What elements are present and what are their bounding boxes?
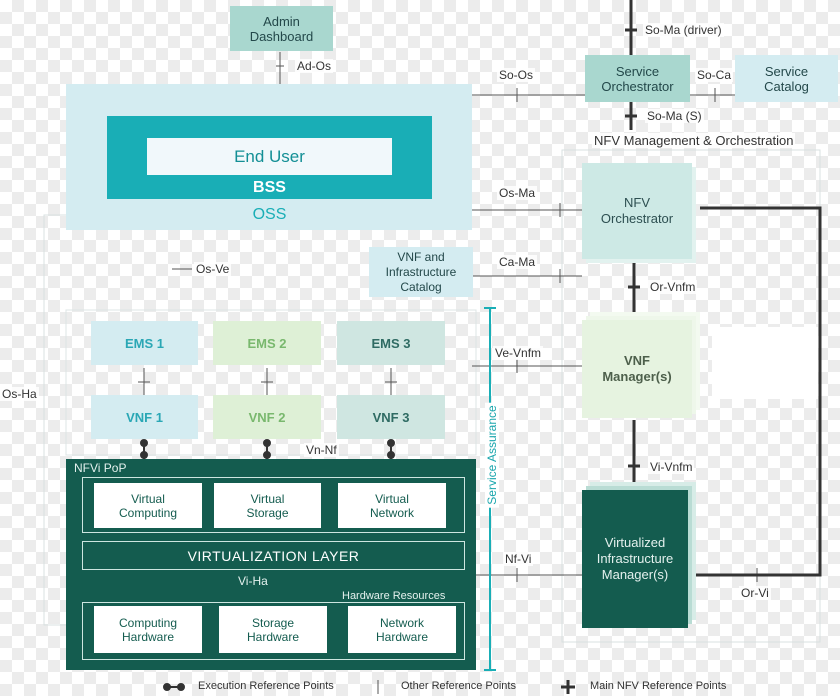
catalog-line1: VNF and [397, 249, 445, 264]
legend-other: Other Reference Points [401, 680, 516, 692]
storage-hardware-line1: Storage [251, 615, 295, 630]
so-ma-s-label: So-Ma (S) [645, 109, 704, 123]
or-vi-label: Or-Vi [739, 586, 771, 600]
admin-line1: Admin [263, 13, 300, 29]
vnf-1-box: VNF 1 [91, 395, 198, 439]
ems-1-box: EMS 1 [91, 321, 198, 365]
nfv-orchestrator-box: NFV Orchestrator [582, 163, 692, 259]
vim-box: Virtualized Infrastructure Manager(s) [582, 490, 688, 628]
catalog-line2: Infrastructure [385, 264, 457, 279]
hardware-resources-frame [82, 602, 465, 660]
service-catalog-line2: Catalog [764, 78, 809, 94]
nf-vi-label: Nf-Vi [503, 552, 534, 566]
so-os-label: So-Os [497, 68, 536, 82]
vi-vnfm-label: Vi-Vnfm [648, 460, 695, 474]
admin-dashboard-box: Admin Dashboard [230, 6, 333, 51]
storage-hardware-line2: Hardware [246, 629, 300, 644]
virtual-storage-line2: Storage [246, 505, 289, 520]
service-assurance-label: Service Assurance [483, 402, 501, 508]
bss-label: BSS [253, 179, 286, 196]
network-hardware-line2: Hardware [375, 629, 429, 644]
virtual-computing-line1: Virtual [131, 491, 165, 506]
service-assurance-text: Service Assurance [485, 402, 499, 508]
os-ma-label: Os-Ma [497, 186, 537, 200]
vnf-2-box: VNF 2 [213, 395, 321, 439]
vim-line3: Manager(s) [601, 567, 669, 582]
virtual-resources-frame [82, 477, 465, 533]
service-catalog-line1: Service [764, 63, 809, 79]
oss-label: OSS [252, 206, 287, 223]
or-vnfm-label: Or-Vnfm [648, 280, 698, 294]
vnfm-line1: VNF [624, 353, 650, 368]
vnf-manager-box: VNF Manager(s) [582, 320, 692, 418]
service-orchestrator-box: Service Orchestrator [585, 55, 690, 102]
admin-line2: Dashboard [249, 28, 314, 44]
catalog-line3: Catalog [400, 279, 442, 294]
nfvo-line1: NFV [624, 195, 650, 210]
vim-line2: Infrastructure [596, 551, 674, 566]
legend-main: Main NFV Reference Points [590, 680, 727, 692]
virtual-storage-box: Virtual Storage [214, 483, 321, 528]
ve-vnfm-label: Ve-Vnfm [493, 346, 544, 360]
os-ha-label: Os-Ha [0, 387, 39, 401]
virtual-computing-line2: Computing [118, 505, 178, 520]
computing-hardware-line1: Computing [118, 615, 178, 630]
so-ma-driver-label: So-Ma (driver) [643, 23, 724, 37]
mano-label: NFV Management & Orchestration [592, 133, 796, 148]
computing-hardware-line2: Hardware [121, 629, 175, 644]
legend-execution: Execution Reference Points [198, 680, 334, 692]
network-hardware-box: Network Hardware [348, 606, 456, 653]
ems-2-box: EMS 2 [213, 321, 321, 365]
virtual-computing-box: Virtual Computing [94, 483, 202, 528]
end-user-box: End User [147, 138, 392, 175]
vim-line1: Virtualized [604, 535, 666, 550]
nfvo-line2: Orchestrator [600, 211, 674, 226]
virtual-network-box: Virtual Network [338, 483, 446, 528]
os-ve-label: Os-Ve [194, 262, 232, 276]
so-line2: Orchestrator [601, 78, 674, 94]
vnf-3-box: VNF 3 [337, 395, 445, 439]
vi-ha-label: Vi-Ha [238, 574, 268, 588]
hardware-resources-label: Hardware Resources [342, 590, 446, 602]
virtualization-layer-box: VIRTUALIZATION LAYER [82, 541, 465, 570]
network-hardware-line1: Network [379, 615, 424, 630]
vnfm-line2: Manager(s) [602, 369, 672, 384]
so-line1: Service [615, 63, 660, 79]
computing-hardware-box: Computing Hardware [94, 606, 202, 653]
virtual-network-line2: Network [369, 505, 414, 520]
vnf-infra-catalog-box: VNF and Infrastructure Catalog [369, 247, 473, 297]
ad-os-label: Ad-Os [295, 59, 334, 73]
virtual-network-line1: Virtual [375, 491, 409, 506]
blank-panel [712, 327, 818, 399]
ca-ma-label: Ca-Ma [497, 255, 538, 269]
nfvi-pop-title: NFVi PoP [74, 461, 127, 475]
storage-hardware-box: Storage Hardware [219, 606, 327, 653]
ems-3-box: EMS 3 [337, 321, 445, 365]
so-ca-label: So-Ca [695, 68, 734, 82]
vn-nf-label: Vn-Nf [304, 443, 339, 457]
service-catalog-box: Service Catalog [735, 55, 838, 102]
virtual-storage-line1: Virtual [250, 491, 285, 506]
